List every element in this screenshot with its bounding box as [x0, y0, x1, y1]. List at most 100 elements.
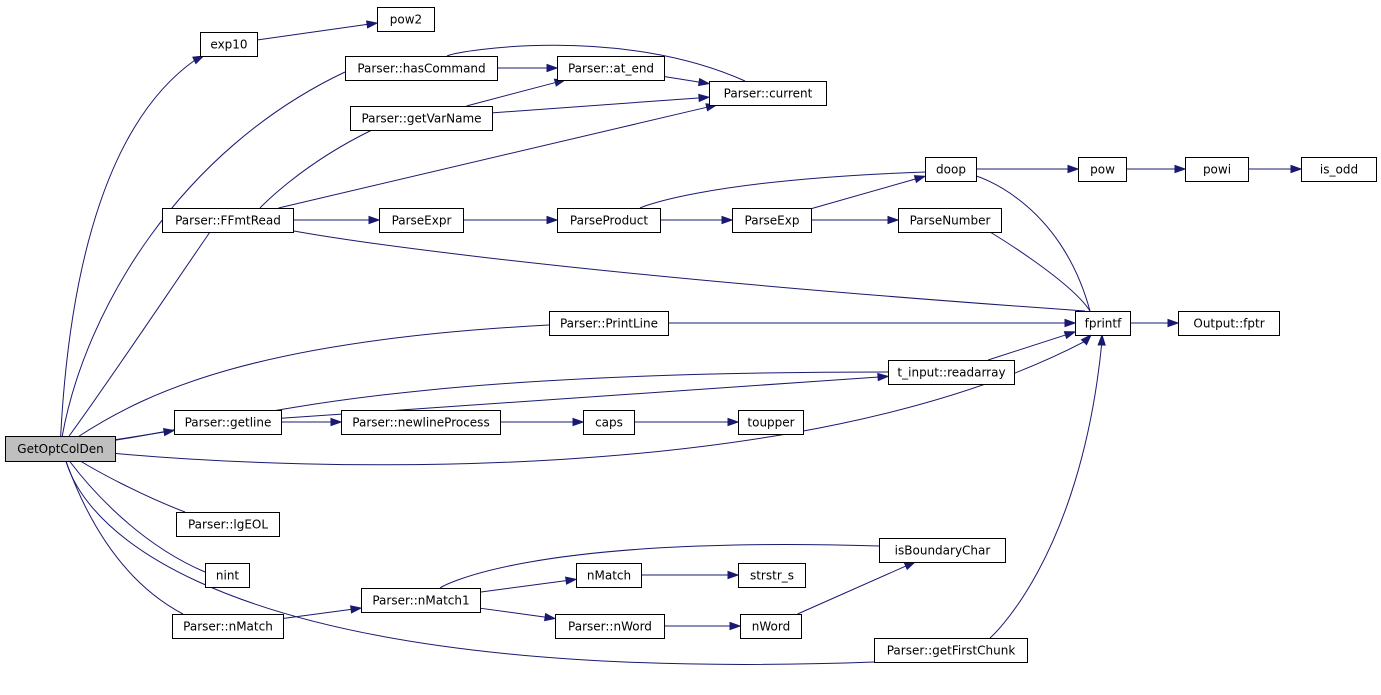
edges-layer — [60, 20, 1303, 665]
node-label: Parser::nMatch — [183, 620, 273, 634]
node-lgEOL[interactable]: Parser::lgEOL — [176, 512, 280, 537]
edge-line — [989, 231, 1091, 312]
node-box — [5, 436, 116, 462]
node-box — [555, 614, 665, 639]
node-label: Parser::hasCommand — [357, 62, 485, 76]
edge-GetOptColDen-to-getFirstChunk — [65, 460, 875, 665]
edge-line — [69, 460, 206, 573]
node-hasCommand[interactable]: Parser::hasCommand — [345, 56, 498, 81]
node-label: Parser::FFmtRead — [175, 214, 281, 228]
arrowhead — [1067, 164, 1080, 174]
edge-ParseExp-to-ParseNumber — [811, 215, 900, 225]
node-nMatchFn[interactable]: nMatch — [576, 563, 642, 588]
edge-getFirstChunk-to-fprintf — [989, 333, 1106, 639]
edge-line — [68, 231, 211, 437]
node-nMatch1[interactable]: Parser::nMatch1 — [361, 588, 481, 613]
node-GetOptColDen[interactable]: GetOptColDen — [5, 436, 116, 462]
edge-line — [114, 431, 166, 441]
node-label: Parser::getFirstChunk — [887, 644, 1016, 658]
node-box — [898, 208, 1002, 233]
node-ParserNMatch[interactable]: Parser::nMatch — [172, 614, 284, 639]
node-ParseProduct[interactable]: ParseProduct — [557, 208, 661, 233]
node-fprintf[interactable]: fprintf — [1075, 311, 1131, 336]
node-powi[interactable]: powi — [1185, 157, 1249, 182]
node-pow[interactable]: pow — [1078, 157, 1127, 182]
arrowhead — [887, 215, 900, 225]
node-label: fprintf — [1085, 317, 1122, 331]
node-label: Parser::nMatch1 — [372, 594, 469, 608]
edge-GetOptColDen-to-getline — [114, 427, 176, 441]
arrowhead — [1064, 318, 1077, 328]
node-ParseExpr[interactable]: ParseExpr — [379, 208, 464, 233]
node-strstr_s[interactable]: strstr_s — [738, 563, 806, 588]
edge-newlineProcess-to-caps — [500, 417, 585, 427]
node-pow2[interactable]: pow2 — [377, 7, 435, 32]
edge-line — [479, 607, 547, 618]
node-isBoundaryChar[interactable]: isBoundaryChar — [879, 538, 1006, 563]
edge-line — [989, 343, 1103, 639]
node-doop[interactable]: doop — [925, 157, 977, 182]
edge-line — [278, 106, 708, 209]
node-toupper[interactable]: toupper — [738, 410, 804, 435]
node-box — [557, 208, 661, 233]
node-getline[interactable]: Parser::getline — [174, 410, 282, 435]
edge-line — [491, 97, 701, 114]
arrowhead — [1063, 331, 1077, 340]
node-at_end[interactable]: Parser::at_end — [557, 56, 665, 81]
arrowhead — [729, 621, 742, 631]
node-label: ParseExpr — [392, 214, 452, 228]
node-label: Parser::newlineProcess — [352, 416, 489, 430]
arrowhead — [913, 175, 927, 184]
edge-line — [60, 59, 196, 437]
node-box — [345, 56, 498, 81]
node-ParserNWord[interactable]: Parser::nWord — [555, 614, 665, 639]
node-nint[interactable]: nint — [205, 563, 250, 588]
edge-line — [479, 580, 568, 593]
edge-ParseExpr-to-ParseProduct — [463, 215, 559, 225]
node-newlineProcess[interactable]: Parser::newlineProcess — [341, 410, 501, 435]
arrowhead — [350, 605, 363, 614]
node-label: pow — [1090, 163, 1115, 177]
arrowhead — [546, 63, 559, 73]
node-box — [176, 512, 280, 537]
node-current[interactable]: Parser::current — [709, 81, 827, 106]
node-fptr[interactable]: Output::fptr — [1178, 311, 1280, 336]
edge-GetOptColDen-to-exp10 — [60, 55, 205, 437]
node-readarray[interactable]: t_input::readarray — [888, 360, 1015, 385]
node-box — [738, 563, 806, 588]
edge-line — [663, 76, 701, 83]
node-box — [1301, 157, 1377, 182]
edge-doop-to-fprintf — [975, 175, 1091, 312]
arrowhead — [1290, 164, 1303, 174]
edge-at_end-to-current — [663, 76, 711, 87]
edge-line — [259, 129, 373, 209]
node-exp10[interactable]: exp10 — [200, 32, 258, 57]
node-is_odd[interactable]: is_odd — [1301, 157, 1377, 182]
edge-ParseProduct-to-ParseExp — [660, 215, 734, 225]
arrowhead — [330, 417, 343, 427]
edge-line — [439, 543, 880, 589]
node-getFirstChunk[interactable]: Parser::getFirstChunk — [874, 638, 1028, 663]
arrowhead — [565, 576, 578, 585]
edge-pow-to-powi — [1126, 164, 1187, 174]
node-label: ParseExp — [745, 214, 800, 228]
edge-line — [256, 23, 369, 41]
edge-ParserNWord-to-nWordFn — [664, 621, 742, 631]
node-label: caps — [595, 416, 623, 430]
arrowhead — [366, 20, 379, 29]
edge-line — [810, 178, 917, 210]
node-box — [740, 614, 802, 639]
node-FFmtRead[interactable]: Parser::FFmtRead — [162, 208, 294, 233]
node-box — [200, 32, 258, 57]
node-ParseNumber[interactable]: ParseNumber — [898, 208, 1002, 233]
edge-line — [282, 608, 353, 620]
node-ParseExp[interactable]: ParseExp — [732, 208, 812, 233]
node-PrintLine[interactable]: Parser::PrintLine — [549, 311, 669, 336]
node-label: exp10 — [210, 38, 247, 52]
node-getVarName[interactable]: Parser::getVarName — [350, 106, 493, 131]
node-nWordFn[interactable]: nWord — [740, 614, 802, 639]
edge-GetOptColDen-to-PrintLine — [78, 324, 550, 437]
node-caps[interactable]: caps — [583, 410, 635, 435]
node-box — [377, 7, 435, 32]
arrowhead — [727, 570, 740, 580]
